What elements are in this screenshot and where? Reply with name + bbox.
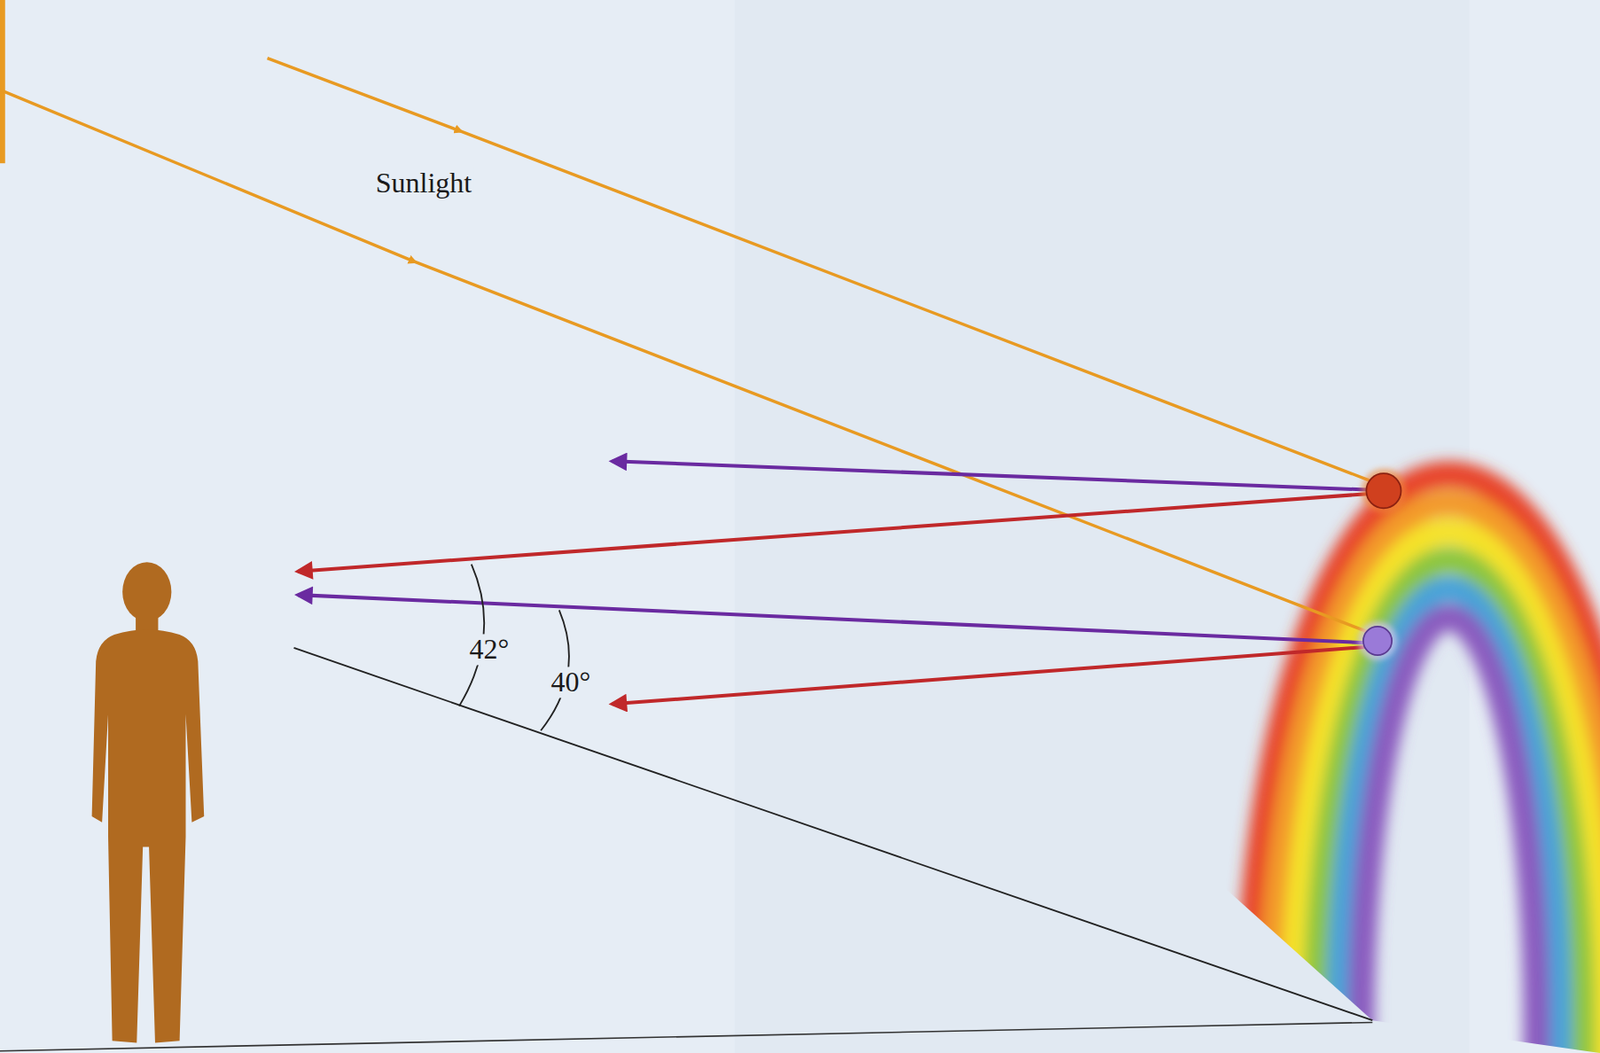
edge-strip: [0, 0, 6, 164]
angle-label: 42°: [467, 633, 513, 665]
rainbow: [1248, 474, 1600, 1053]
water-droplet: [1363, 626, 1392, 656]
droplet-glow: [1358, 621, 1398, 661]
red-ray: [612, 647, 1368, 704]
droplet-glow: [1361, 468, 1407, 514]
water-droplet: [1365, 473, 1401, 508]
antisolar-line: [294, 647, 1374, 1021]
red-ray: [297, 493, 1367, 571]
sunlight-ray: [0, 89, 1370, 633]
violet-ray: [297, 594, 1367, 643]
ground-line: [0, 1022, 1373, 1051]
angle-label: 40°: [548, 666, 594, 698]
violet-ray: [612, 460, 1368, 490]
sunlight-label: Sunlight: [373, 167, 475, 199]
observer-silhouette: [92, 561, 205, 1043]
